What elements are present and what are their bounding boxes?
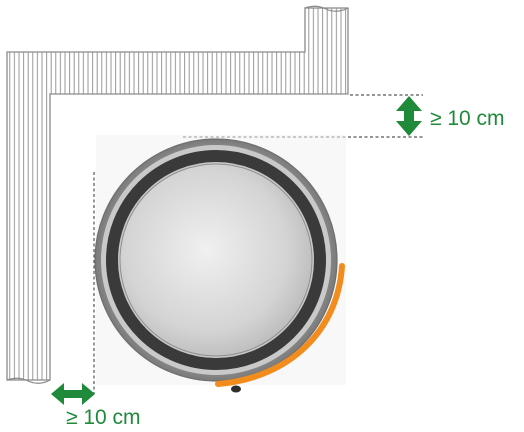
accent-strip: [215, 263, 345, 387]
wall-break-bottom: [6, 377, 51, 384]
device: [94, 135, 346, 393]
clearance-arrow-top: [396, 96, 422, 136]
device-dark-ring: [106, 150, 326, 370]
wall-break-top: [304, 5, 349, 12]
clearance-top-label: ≥ 10 cm: [430, 107, 505, 130]
device-dome: [119, 163, 313, 357]
clearance-side-label: ≥ 10 cm: [66, 406, 141, 429]
clearance-arrow-side: [51, 383, 95, 405]
device-wheel: [231, 385, 241, 393]
